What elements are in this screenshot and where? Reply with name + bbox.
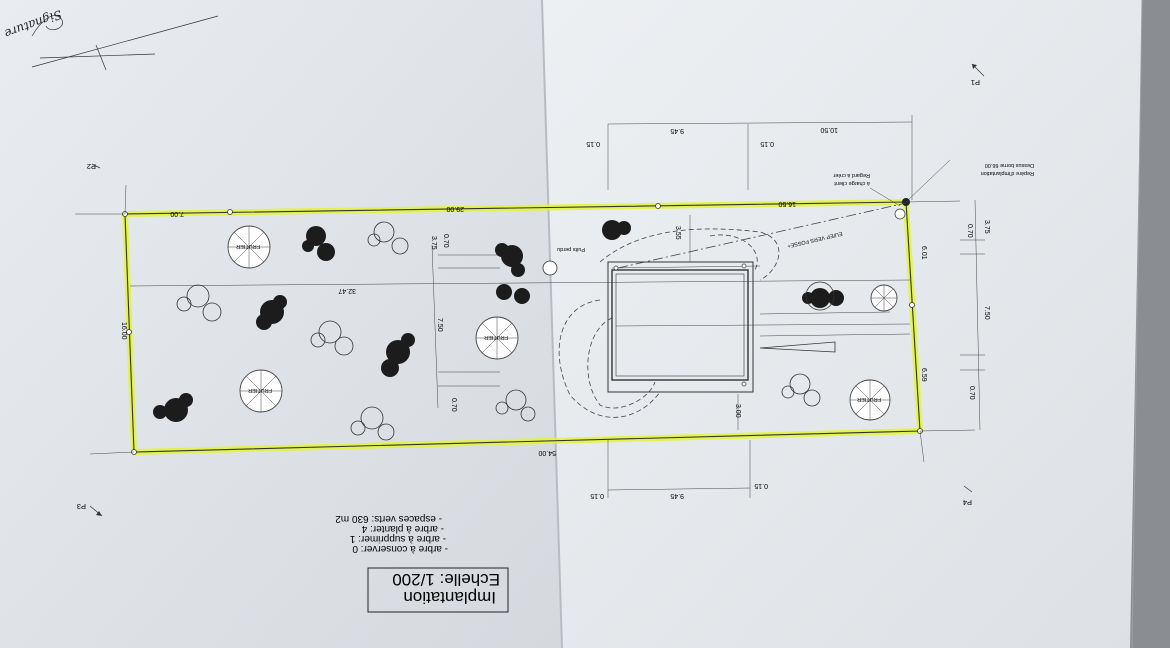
svg-text:9.45: 9.45 bbox=[670, 127, 684, 134]
svg-text:7.00: 7.00 bbox=[170, 210, 184, 217]
legend-item: - arbre à supprimer: 1 bbox=[349, 533, 446, 544]
tree bbox=[496, 284, 530, 304]
svg-text:P2: P2 bbox=[87, 162, 96, 171]
frutier-tree: FRUTIER bbox=[475, 316, 519, 360]
svg-text:P4: P4 bbox=[963, 498, 972, 507]
svg-text:Puits perdu: Puits perdu bbox=[557, 246, 585, 252]
fruit-trees: FRUTIER FRUTIER FRUTIER FRUTIER bbox=[227, 225, 898, 421]
small-fruit-tree bbox=[870, 284, 898, 312]
svg-text:0.70: 0.70 bbox=[968, 386, 975, 400]
svg-text:6.59: 6.59 bbox=[920, 368, 927, 382]
legend-item: - arbre à conserver: 0 bbox=[352, 543, 448, 554]
tree bbox=[495, 389, 536, 422]
svg-text:7.50: 7.50 bbox=[436, 318, 443, 332]
svg-text:Repère d'implantation: Repère d'implantation bbox=[981, 170, 1034, 176]
svg-text:32.47: 32.47 bbox=[338, 287, 356, 294]
svg-text:Dessus borne 66.00: Dessus borne 66.00 bbox=[985, 162, 1034, 168]
title-block: Implantation Echelle: 1/200 bbox=[367, 567, 509, 613]
p4-marker: P4 bbox=[963, 485, 973, 507]
svg-text:0.70: 0.70 bbox=[966, 224, 973, 238]
tree bbox=[602, 220, 631, 240]
legend-item: - espaces verts: 630 m2 bbox=[335, 513, 442, 524]
svg-text:54.00: 54.00 bbox=[538, 449, 556, 456]
tree bbox=[153, 393, 193, 422]
paper bbox=[0, 0, 1143, 648]
tree bbox=[781, 373, 821, 407]
tree bbox=[381, 333, 415, 377]
svg-text:à charge client: à charge client bbox=[834, 180, 870, 186]
svg-text:6.01: 6.01 bbox=[920, 246, 927, 260]
svg-text:3.75: 3.75 bbox=[983, 220, 990, 234]
frutier-tree: FRUTIER bbox=[227, 225, 271, 269]
tree bbox=[367, 221, 409, 255]
svg-text:10.50: 10.50 bbox=[820, 126, 838, 133]
svg-text:0.15: 0.15 bbox=[590, 492, 604, 499]
legend: - arbre à conserver: 0 - arbre à supprim… bbox=[335, 513, 448, 554]
svg-text:3.55: 3.55 bbox=[674, 226, 681, 240]
p3-marker: P3 bbox=[77, 502, 103, 517]
interior-lines bbox=[129, 202, 911, 430]
svg-text:FRUTIER: FRUTIER bbox=[236, 243, 260, 249]
svg-text:3.00: 3.00 bbox=[734, 404, 741, 418]
svg-text:P3: P3 bbox=[77, 502, 86, 511]
p2-marker: P2 bbox=[87, 162, 101, 171]
tree bbox=[495, 243, 525, 277]
tree bbox=[302, 226, 335, 261]
svg-text:16.50: 16.50 bbox=[778, 200, 796, 207]
puits-perdu: Puits perdu bbox=[542, 246, 585, 276]
title: Implantation bbox=[403, 588, 496, 607]
svg-text:29.00: 29.00 bbox=[446, 205, 464, 212]
svg-text:7.50: 7.50 bbox=[983, 306, 990, 320]
svg-text:9.45: 9.45 bbox=[670, 492, 684, 499]
legend-item: - arbre à planter: 4 bbox=[361, 523, 444, 534]
frutier-tree: FRUTIER bbox=[239, 369, 283, 413]
svg-text:3.75: 3.75 bbox=[430, 236, 437, 250]
p1-marker: P1 bbox=[971, 63, 985, 87]
svg-text:0.15: 0.15 bbox=[586, 140, 600, 147]
svg-text:0.70: 0.70 bbox=[450, 398, 457, 412]
svg-text:FRUTIER: FRUTIER bbox=[857, 396, 881, 402]
trees-dense bbox=[153, 220, 844, 422]
svg-text:FRUTIER: FRUTIER bbox=[248, 387, 272, 393]
house bbox=[607, 261, 911, 393]
svg-text:0.70: 0.70 bbox=[442, 234, 449, 248]
frutier-tree: FRUTIER bbox=[849, 379, 891, 421]
scale: Echelle: 1/200 bbox=[392, 570, 500, 589]
svg-text:P1: P1 bbox=[971, 78, 980, 87]
dimension-texts: 9.45 10.50 0.15 0.15 9.45 0.15 0.15 3.75… bbox=[120, 126, 990, 499]
trees-outline bbox=[176, 221, 835, 441]
tree bbox=[802, 288, 844, 308]
svg-text:FRUTIER: FRUTIER bbox=[484, 334, 508, 340]
dimension-lines bbox=[75, 115, 985, 498]
svg-text:Regard à créer: Regard à créer bbox=[833, 172, 870, 178]
tree bbox=[310, 320, 354, 356]
svg-text:16.00: 16.00 bbox=[120, 322, 127, 340]
svg-text:0.15: 0.15 bbox=[760, 140, 774, 147]
svg-text:0.15: 0.15 bbox=[754, 482, 768, 489]
tree bbox=[256, 295, 287, 330]
orientation-markers: P1 P2 P3 P4 bbox=[77, 63, 985, 517]
tree bbox=[350, 406, 395, 441]
tree bbox=[176, 284, 222, 322]
terrain-contours bbox=[558, 228, 780, 418]
